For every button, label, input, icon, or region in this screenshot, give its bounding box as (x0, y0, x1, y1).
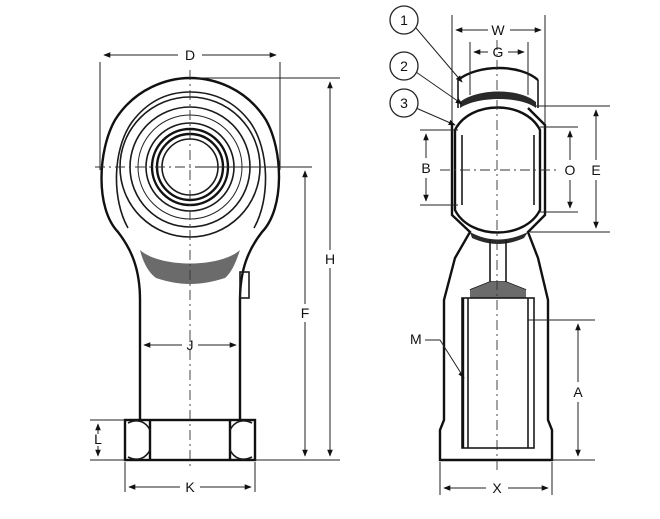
callout-3: 3 (389, 88, 456, 126)
label-A: A (573, 384, 583, 400)
label-W: W (491, 22, 505, 38)
neck-shading (140, 250, 240, 284)
dimension-H: H (195, 77, 340, 461)
label-M-leader: M (410, 331, 465, 379)
callout-1-text: 1 (400, 12, 408, 28)
race-top (460, 91, 536, 108)
label-O: O (565, 162, 576, 178)
label-F: F (301, 305, 310, 321)
label-L: L (94, 431, 102, 447)
label-B: B (421, 160, 430, 176)
callout-2: 2 (389, 51, 463, 105)
front-view (95, 70, 290, 470)
dimension-X: X (439, 462, 553, 496)
ball (453, 106, 542, 234)
dimension-G: G (469, 42, 529, 95)
dimension-J: J (143, 337, 237, 353)
label-G: G (493, 44, 504, 60)
label-X: X (492, 480, 502, 496)
dimension-B: B (420, 129, 458, 206)
label-J: J (187, 337, 194, 353)
label-M: M (410, 331, 422, 347)
dimension-F: F (195, 166, 312, 457)
label-D: D (185, 47, 195, 63)
label-K: K (185, 479, 195, 495)
side-view (438, 40, 560, 470)
callout-2-text: 2 (400, 58, 408, 74)
callout-1: 1 (389, 5, 463, 83)
label-E: E (591, 162, 600, 178)
dimension-L: L (90, 419, 125, 461)
label-H: H (325, 251, 335, 267)
dimension-K: K (124, 462, 256, 495)
dimension-A: A (528, 319, 595, 461)
callout-3-text: 3 (400, 95, 408, 111)
dimension-D: D (99, 47, 281, 170)
dimension-O: O (540, 126, 578, 213)
dimension-E: E (530, 105, 610, 233)
